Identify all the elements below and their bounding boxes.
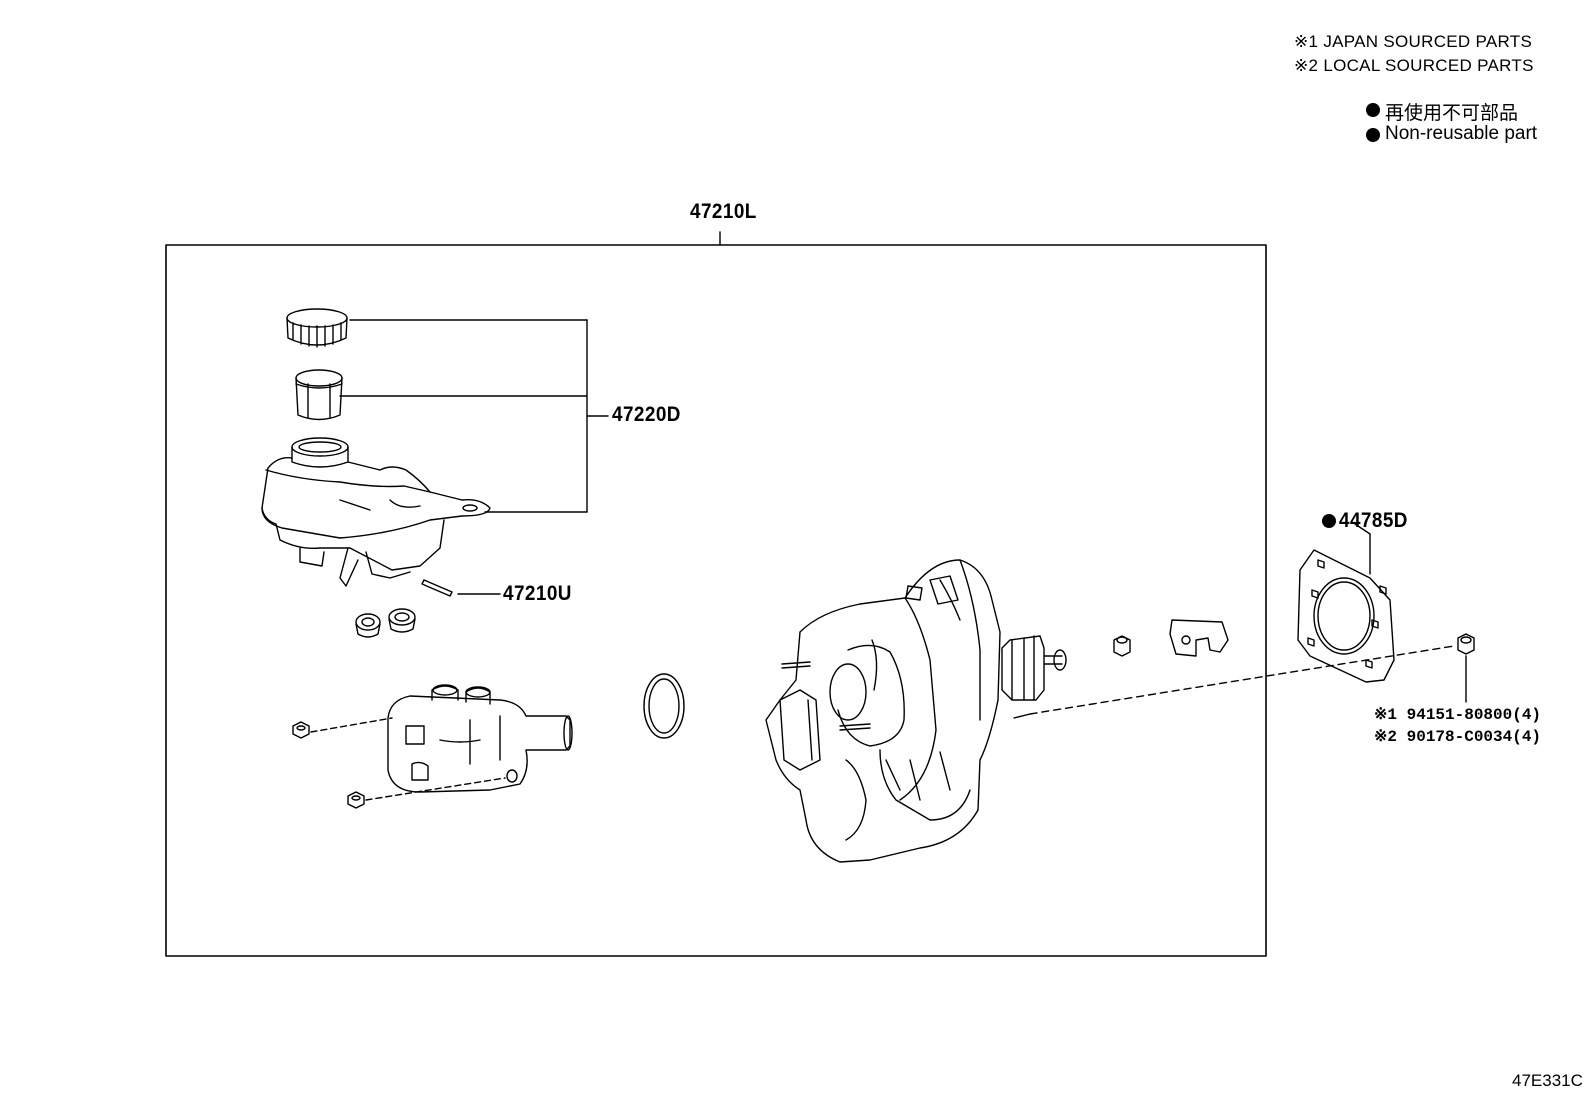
reservoir-cap	[286, 308, 348, 348]
master-cylinder	[387, 684, 573, 793]
booster-gasket	[1297, 523, 1395, 683]
note-japan-sourced: ※1 JAPAN SOURCED PARTS	[1294, 32, 1533, 51]
non-reusable-bullet-ja	[1366, 103, 1380, 117]
part-number-reservoir[interactable]: 47220D	[612, 403, 681, 426]
reservoir-leader-lines	[339, 319, 609, 513]
legend-non-reusable-en: Non-reusable part	[1385, 123, 1538, 144]
reservoir-strainer	[295, 369, 343, 421]
part-number-nut-local[interactable]: ※2 90178-C0034(4)	[1374, 728, 1542, 746]
part-number-assembly[interactable]: 47210L	[690, 200, 757, 223]
legend-non-reusable-ja: 再使用不可部品	[1385, 103, 1519, 124]
assembly-dashed-line	[1029, 645, 1455, 715]
grommets	[355, 608, 416, 638]
nuts-left	[292, 717, 506, 809]
booster-mounting-nut	[1457, 633, 1475, 703]
non-reusable-bullet-en	[1366, 128, 1380, 142]
retaining-pin	[421, 579, 501, 597]
part-number-nut-japan[interactable]: ※1 94151-80800(4)	[1374, 706, 1542, 724]
booster-small-parts	[1113, 619, 1229, 657]
part-number-pin[interactable]: 47210U	[503, 582, 572, 605]
part-number-gasket[interactable]: 44785D	[1339, 509, 1408, 532]
brake-booster	[765, 559, 1067, 863]
note-local-sourced: ※2 LOCAL SOURCED PARTS	[1294, 56, 1534, 75]
assembly-frame	[165, 231, 1267, 957]
o-ring	[643, 673, 685, 739]
diagram-code: 47E331C	[1512, 1071, 1583, 1090]
reservoir-tank	[261, 437, 491, 587]
gasket-non-reusable-bullet	[1322, 514, 1336, 528]
